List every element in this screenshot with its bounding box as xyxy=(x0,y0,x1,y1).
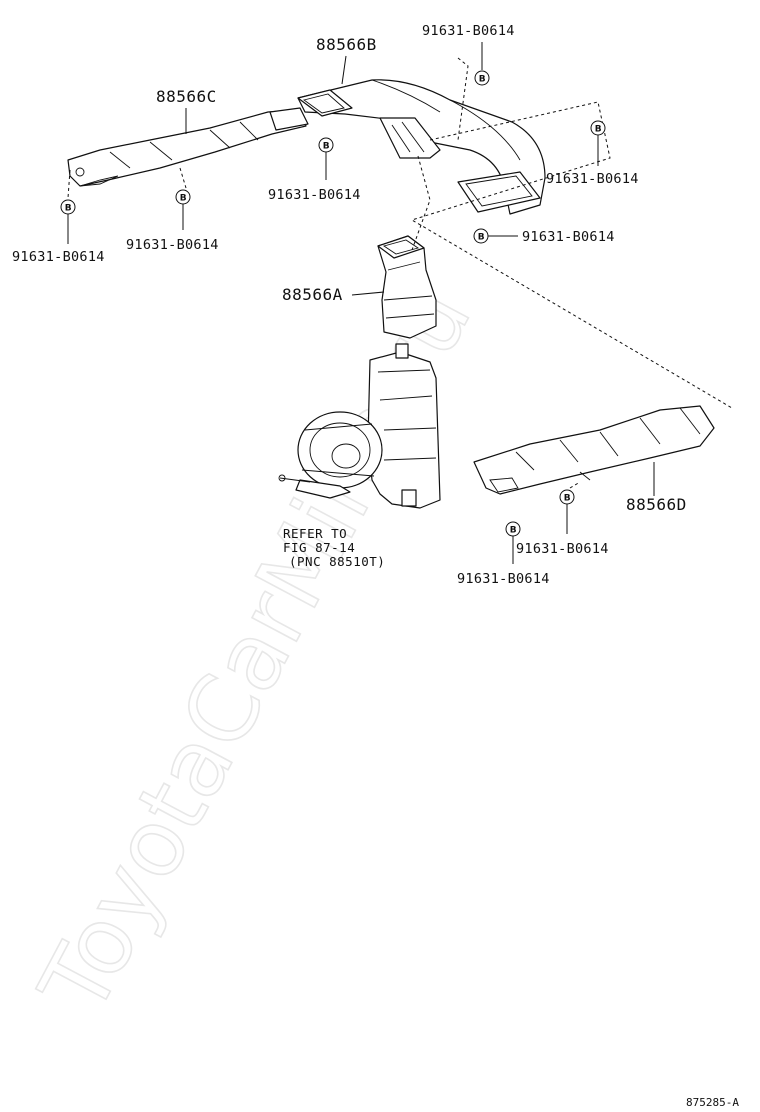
bolt-callout-lower-right[interactable]: B 91631-B0614 xyxy=(516,489,609,557)
connector-dash-b-right xyxy=(457,57,469,141)
bolt-b-glyph: B xyxy=(180,194,187,204)
connector-dash-d-bolt xyxy=(569,481,581,489)
duct-88566c-drawing[interactable] xyxy=(67,107,309,187)
bolt-callout-right-middle[interactable]: B 91631-B0614 xyxy=(473,228,615,245)
bolt-callout-left-center[interactable]: B 91631-B0614 xyxy=(126,189,219,253)
bolt-b-glyph: B xyxy=(65,204,72,214)
blower-unit-drawing[interactable] xyxy=(278,343,441,509)
label-88566b: 88566B xyxy=(316,35,377,85)
connector-dash-c xyxy=(179,167,187,189)
part-number-88566c: 88566C xyxy=(156,87,217,106)
label-88566c: 88566C xyxy=(156,87,217,134)
reference-line-1: REFER TO xyxy=(283,526,347,541)
duct-88566d-drawing[interactable] xyxy=(473,405,715,495)
bolt-part-number: 91631-B0614 xyxy=(457,571,550,587)
reference-line-2: FIG 87-14 xyxy=(283,540,355,555)
part-number-88566b: 88566B xyxy=(316,35,377,54)
bolt-callout-center[interactable]: B 91631-B0614 xyxy=(268,137,361,203)
label-88566d: 88566D xyxy=(626,462,687,514)
bolt-part-number: 91631-B0614 xyxy=(522,229,615,245)
bolt-b-glyph: B xyxy=(595,125,602,135)
bolt-b-icon xyxy=(474,70,490,86)
duct-88566a-drawing[interactable] xyxy=(377,235,437,339)
bolt-part-number: 91631-B0614 xyxy=(12,249,105,265)
figure-number: 875285-A xyxy=(686,1096,739,1109)
bolt-b-glyph: B xyxy=(564,494,571,504)
bolt-b-glyph: B xyxy=(323,142,330,152)
bolt-callout-top-center[interactable]: 91631-B0614 B xyxy=(422,23,515,86)
bolt-part-number: 91631-B0614 xyxy=(516,541,609,557)
bolt-callout-lower-center[interactable]: B 91631-B0614 xyxy=(457,521,550,587)
bolt-callout-left[interactable]: B 91631-B0614 xyxy=(12,199,105,265)
bolt-b-glyph: B xyxy=(478,233,485,243)
bolt-part-number: 91631-B0614 xyxy=(268,187,361,203)
reference-note: REFER TO FIG 87-14 (PNC 88510T) xyxy=(283,526,385,569)
bolt-part-number: 91631-B0614 xyxy=(546,171,639,187)
bolt-b-glyph: B xyxy=(510,526,517,536)
bolt-callout-right-upper[interactable]: B 91631-B0614 xyxy=(546,120,639,187)
bolt-part-number: 91631-B0614 xyxy=(126,237,219,253)
bolt-b-glyph: B xyxy=(479,75,486,85)
part-number-88566d: 88566D xyxy=(626,495,687,514)
connector-dash-b-to-a xyxy=(411,155,431,251)
duct-88566b-drawing[interactable] xyxy=(297,79,546,215)
reference-line-3: (PNC 88510T) xyxy=(289,554,385,569)
part-number-88566a: 88566A xyxy=(282,285,343,304)
connector-dash-c-left xyxy=(67,169,71,199)
bolt-part-number: 91631-B0614 xyxy=(422,23,515,39)
label-88566a: 88566A xyxy=(282,285,385,304)
connector-dash-b-to-d xyxy=(410,101,733,409)
